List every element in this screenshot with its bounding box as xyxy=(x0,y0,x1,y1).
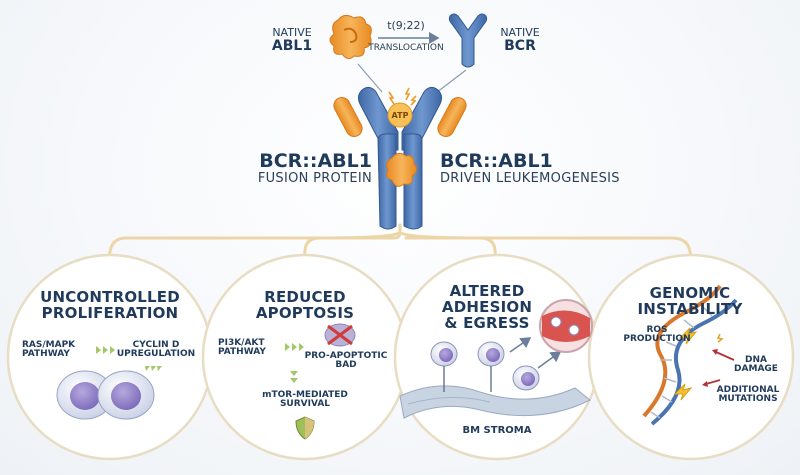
additional-mutations-label: ADDITIONAL MUTATIONS xyxy=(712,385,784,405)
native-abl1-line2: ABL1 xyxy=(271,37,313,54)
cyclin-d-label: CYCLIN D UPREGULATION xyxy=(116,340,196,360)
mtor-survival-label: mTOR-MEDIATED SURVIVAL xyxy=(250,390,360,410)
fusion-right-sub: DRIVEN LEUKEMOGENESIS xyxy=(440,170,620,186)
native-bcr-line2: BCR xyxy=(504,37,536,54)
ras-mapk-label: RAS/MAPK PATHWAY xyxy=(22,340,92,360)
panel-apoptosis-title: REDUCED APOPTOSIS xyxy=(230,288,380,322)
proliferation-graphics xyxy=(56,346,162,420)
panel-adhesion-title: ALTERED ADHESION & EGRESS xyxy=(432,282,542,332)
translocation-code: t(9;22) xyxy=(387,19,425,32)
dna-damage-line1: DNA xyxy=(745,355,767,365)
cyclin-d-line1: CYCLIN D xyxy=(132,340,180,350)
mtor-survival-line2: SURVIVAL xyxy=(279,399,331,410)
additional-mutations-line1: ADDITIONAL xyxy=(716,385,780,395)
panel-adhesion-title-line3: & EGRESS xyxy=(444,313,530,332)
panel-proliferation-title-line2: PROLIFERATION xyxy=(41,303,179,322)
panel-proliferation-title-line1: UNCONTROLLED xyxy=(40,288,180,306)
native-abl1-label: NATIVE ABL1 xyxy=(262,27,322,53)
genomic-graphics xyxy=(642,284,738,426)
bm-stroma-label: BM STROMA xyxy=(462,425,532,436)
native-abl1-icon xyxy=(329,14,372,60)
fusion-right-title: BCR::ABL1 xyxy=(440,150,553,172)
native-bcr-line1: NATIVE xyxy=(500,26,540,39)
dna-damage-line2: DAMAGE xyxy=(734,364,778,375)
panel-adhesion-title-line1: ALTERED xyxy=(449,282,525,300)
connector-lines xyxy=(106,223,694,266)
additional-mutations-line2: MUTATIONS xyxy=(718,394,778,405)
mtor-survival-line1: mTOR-MEDIATED xyxy=(262,390,348,400)
abl1-merge-line xyxy=(357,63,383,93)
panel-apoptosis-title-line2: APOPTOSIS xyxy=(255,303,355,322)
ras-mapk-line1: RAS/MAPK xyxy=(22,340,76,350)
pro-apoptotic-label: PRO-APOPTOTIC BAD xyxy=(300,351,392,371)
fusion-left-sub: FUSION PROTEIN xyxy=(257,170,372,186)
panel-genomic-title-line2: INSTABILITY xyxy=(637,299,743,318)
ros-production-line2: PRODUCTION xyxy=(623,334,691,345)
dna-damage-label: DNA DAMAGE xyxy=(732,355,780,375)
cyclin-d-line2: UPREGULATION xyxy=(116,349,196,360)
fusion-protein-icon xyxy=(333,86,467,230)
pi3k-akt-label: PI3K/AKT PATHWAY xyxy=(218,338,288,358)
ros-production-label: ROS PRODUCTION xyxy=(612,325,702,345)
panel-genomic-title: GENOMIC INSTABILITY xyxy=(620,284,760,318)
fusion-left-title: BCR::ABL1 xyxy=(259,150,372,172)
native-abl1-line1: NATIVE xyxy=(272,26,312,39)
panel-genomic-title-line1: GENOMIC xyxy=(649,284,731,302)
panel-apoptosis-title-line1: REDUCED xyxy=(264,288,346,306)
native-bcr-icon xyxy=(448,13,488,68)
fusion-left-label: BCR::ABL1 FUSION PROTEIN xyxy=(222,150,372,186)
panel-circles xyxy=(6,253,795,461)
translocation-label: TRANSLOCATION xyxy=(368,43,444,53)
atp-label: ATP xyxy=(391,111,409,120)
ros-production-line1: ROS xyxy=(646,325,668,335)
pi3k-akt-line1: PI3K/AKT xyxy=(218,338,265,348)
atp-icon xyxy=(387,87,417,128)
pi3k-akt-line2: PATHWAY xyxy=(218,347,266,358)
ras-mapk-line2: PATHWAY xyxy=(22,349,70,360)
fusion-right-label: BCR::ABL1 DRIVEN LEUKEMOGENESIS xyxy=(440,150,640,186)
pro-apoptotic-line1: PRO-APOPTOTIC xyxy=(304,351,388,361)
panel-adhesion-title-line2: ADHESION xyxy=(441,297,533,316)
panel-proliferation-title: UNCONTROLLED PROLIFERATION xyxy=(30,288,190,322)
native-bcr-label: NATIVE BCR xyxy=(490,27,550,53)
pro-apoptotic-line2: BAD xyxy=(335,360,357,371)
apoptosis-graphics xyxy=(285,323,356,440)
adhesion-graphics xyxy=(399,299,593,419)
